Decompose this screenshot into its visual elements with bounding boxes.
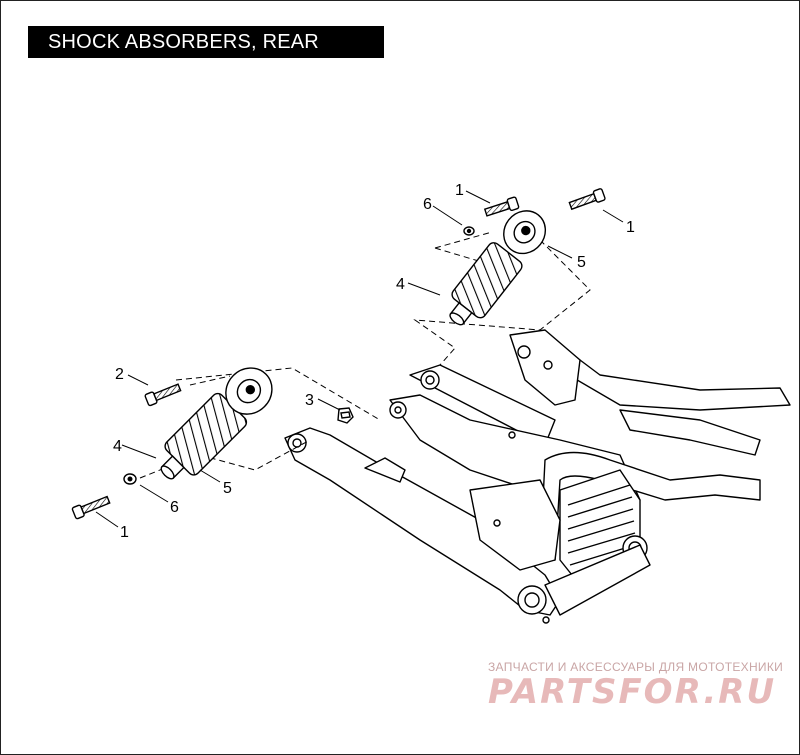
frame-bent-tube — [539, 451, 761, 561]
nut — [337, 407, 354, 424]
strut-mount-hole — [517, 345, 531, 359]
callout-left-bolt-upper: 2 — [115, 366, 124, 383]
callout-top-washer: 6 — [423, 196, 432, 213]
watermark-logo: PARTSFOR.RU — [488, 672, 777, 712]
swingarm-lower-body — [469, 479, 561, 571]
top-shock-lower-eye — [449, 312, 465, 326]
frame-cross-tube — [409, 364, 556, 446]
callout-numbers: 1 1 6 5 4 2 3 4 5 6 1 — [113, 182, 635, 541]
callout-left-washer: 6 — [170, 499, 179, 516]
frame-eye-inner — [394, 406, 402, 414]
frame-right-rail — [619, 409, 761, 456]
small-bolt-hole — [508, 431, 516, 439]
callout-leaders — [95, 190, 624, 528]
top-bolt-left-head — [506, 196, 520, 212]
callout-top-bolt-right: 1 — [626, 219, 635, 236]
callout-left-bolt-lower: 1 — [120, 524, 129, 541]
pivot-bushing-inner — [524, 592, 540, 608]
left-bolt-lower-shank — [80, 495, 111, 515]
callout-top-shock-upper: 5 — [577, 254, 586, 271]
callout-nut: 3 — [305, 392, 314, 409]
small-bolt-hole-2 — [493, 519, 501, 527]
left-shock-absorber — [71, 367, 354, 520]
callout-top-bolt-left: 1 — [455, 182, 464, 199]
strut-hole-2 — [543, 360, 553, 370]
swingarm-bracket — [364, 457, 406, 483]
small-bolt-hole-3 — [542, 616, 550, 624]
callout-left-shock-lower: 4 — [113, 438, 122, 455]
callout-top-shock-lower: 4 — [396, 276, 405, 293]
top-bolt-right-head — [592, 188, 606, 203]
swingarm-crossmember — [544, 544, 651, 616]
callout-left-shock-upper: 5 — [223, 480, 232, 497]
top-shock-absorber — [449, 188, 606, 326]
left-axle-eye-inner — [292, 438, 302, 448]
left-bolt-upper-shank — [152, 383, 182, 402]
oil-tank-fins — [567, 484, 636, 566]
top-bolt-left-shank — [483, 200, 511, 217]
watermark-tagline: ЗАПЧАСТИ И АКСЕССУАРЫ ДЛЯ МОТОТЕХНИКИ — [488, 660, 784, 674]
top-bolt-right-shank — [568, 192, 598, 211]
swingarm-frame-assembly — [284, 329, 791, 624]
frame-upper-tube — [539, 329, 791, 411]
left-shock-lower-eye — [160, 465, 175, 480]
diagram-title: SHOCK ABSORBERS, REAR — [28, 26, 384, 58]
upper-mount-eye-inner — [425, 375, 435, 385]
